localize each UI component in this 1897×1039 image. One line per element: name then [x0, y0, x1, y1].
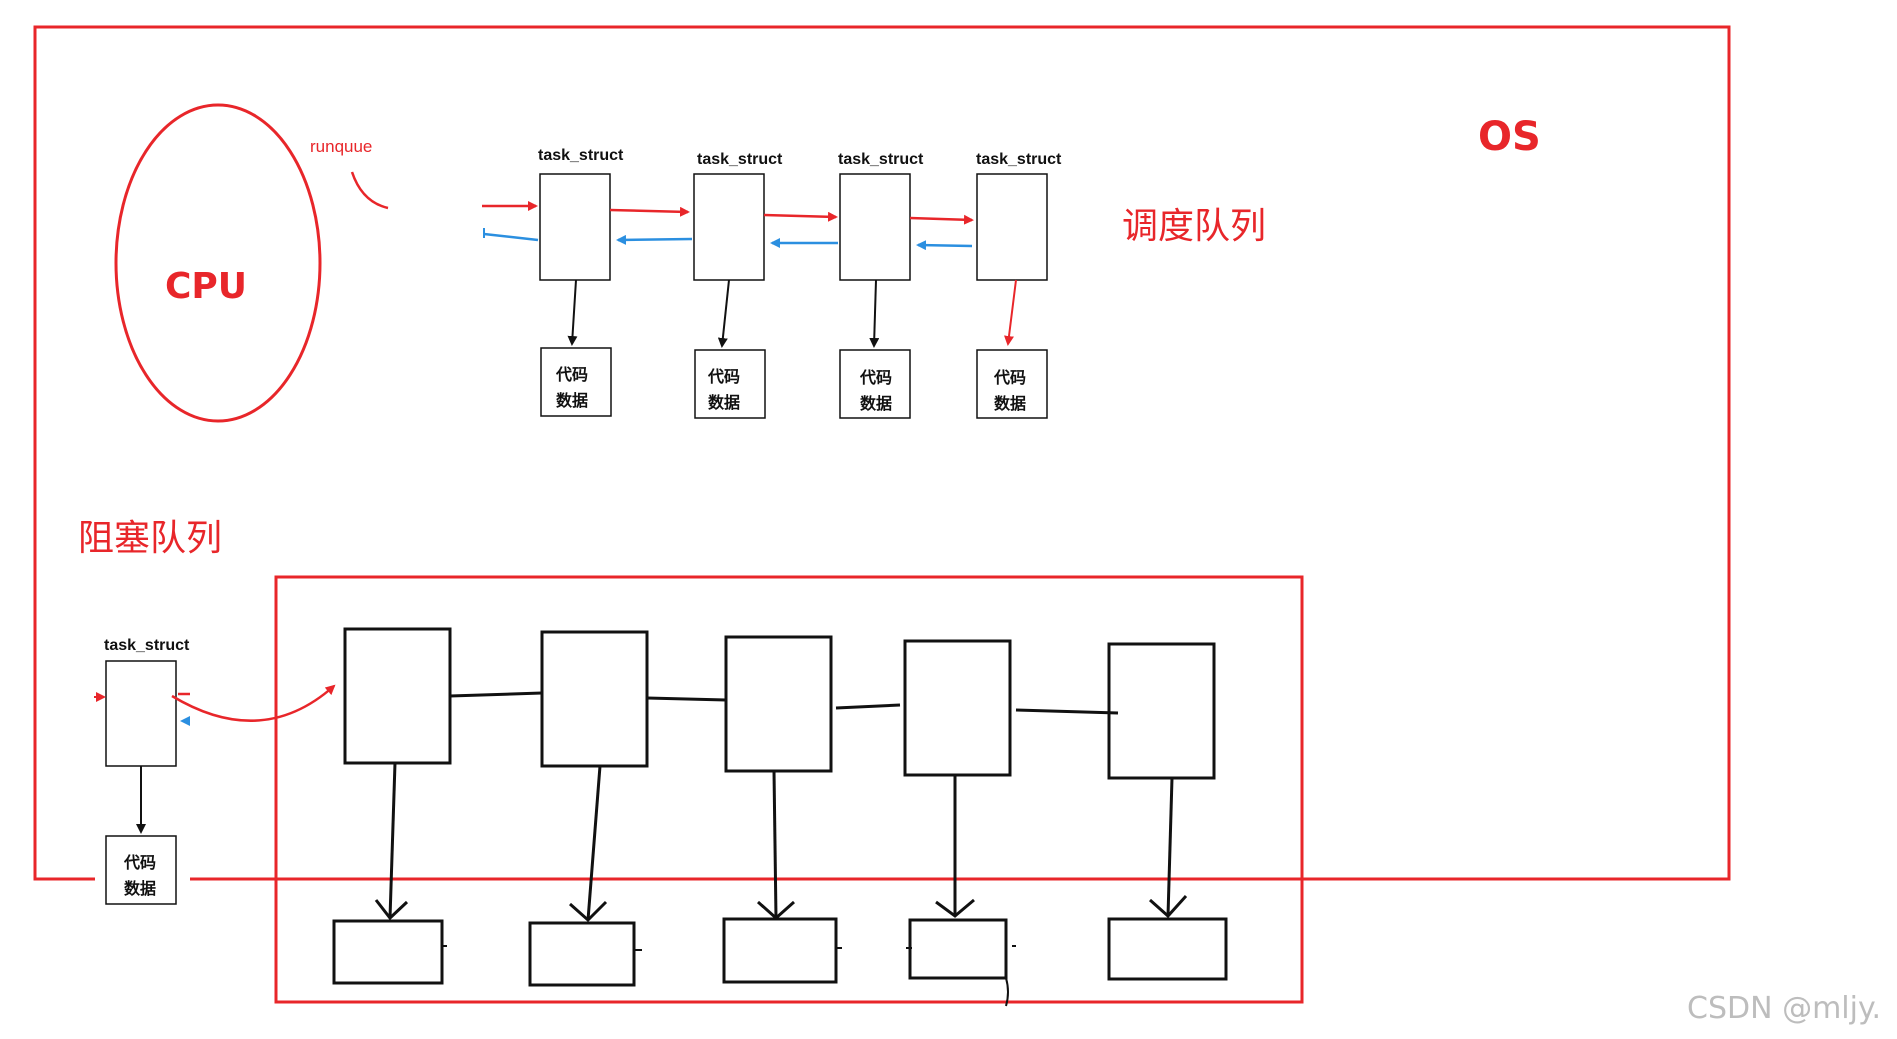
wait-link-curve [171, 684, 336, 722]
code-pointer-arrow [1004, 279, 1017, 346]
queue-arrow-head [1149, 894, 1188, 919]
data-text: 数据 [124, 879, 156, 898]
device-link [835, 703, 901, 710]
waiting-task-box [332, 919, 444, 985]
waiting-task-box [908, 918, 1008, 980]
runqueue-label: runquue [310, 137, 372, 156]
code-text: 代码 [707, 367, 740, 386]
prev-pointer-arrow [483, 232, 539, 242]
wait-queue-frame [274, 575, 1304, 1004]
box-stub [1005, 977, 1009, 1007]
run-task-box [539, 173, 611, 281]
code-data-box [105, 835, 177, 905]
waiting-task-box [528, 921, 636, 987]
queue-pointer-arrow [388, 762, 397, 919]
queue-arrow-head [569, 900, 608, 923]
next-pointer-arrow [909, 214, 974, 225]
code-text: 代码 [993, 368, 1026, 387]
device-link [646, 696, 727, 702]
os-label: OS [1478, 114, 1541, 160]
code-text: 代码 [555, 365, 588, 384]
run-task-box [976, 173, 1048, 281]
code-data-box [694, 349, 766, 419]
runqueue-curve [350, 171, 389, 210]
code-text: 代码 [123, 853, 156, 872]
device-box [724, 635, 833, 773]
code-pointer-arrow [869, 279, 880, 348]
queue-pointer-arrow [772, 770, 778, 919]
prev-pointer-arrow [916, 240, 973, 251]
watermark: CSDN @mljy. [1687, 991, 1881, 1026]
code-data-box [839, 349, 911, 419]
blocked-task-box [105, 660, 177, 767]
cpu-ellipse [114, 103, 322, 423]
queue-pointer-arrow [586, 765, 602, 921]
code-pointer-arrow [567, 279, 578, 346]
waiting-task-box [1107, 917, 1228, 981]
data-text: 数据 [860, 394, 892, 413]
os-frame [33, 25, 1731, 881]
code-data-box [976, 349, 1048, 419]
task-struct-label: task_struct [976, 151, 1062, 168]
device-link [1015, 708, 1119, 715]
task-struct-label: task_struct [838, 151, 924, 168]
wait-queue-title: 阻塞队列 [78, 518, 222, 559]
data-text: 数据 [994, 394, 1026, 413]
next-pointer-arrow [763, 211, 838, 222]
device-box [903, 639, 1012, 777]
queue-pointer-arrow [1166, 777, 1174, 917]
run-queue-title: 调度队列 [1122, 206, 1266, 247]
data-text: 数据 [708, 393, 740, 412]
device-link [449, 691, 543, 698]
code-data-box [540, 347, 612, 417]
code-text: 代码 [859, 368, 892, 387]
queue-arrow-head [374, 899, 409, 921]
device-box [1107, 642, 1216, 780]
run-task-box [693, 173, 765, 281]
task-struct-label: task_struct [104, 637, 190, 654]
task-struct-label: task_struct [538, 147, 624, 164]
data-text: 数据 [556, 391, 588, 410]
queue-arrow-head [935, 898, 975, 918]
prev-pointer-arrow [616, 234, 693, 245]
waiting-task-box [722, 917, 838, 984]
next-pointer-arrow [609, 206, 690, 217]
device-box [343, 627, 452, 765]
run-task-box [839, 173, 911, 281]
task-struct-label: task_struct [697, 151, 783, 168]
cpu-label: CPU [165, 266, 247, 307]
device-box [540, 630, 649, 768]
code-pointer-arrow [717, 279, 730, 348]
